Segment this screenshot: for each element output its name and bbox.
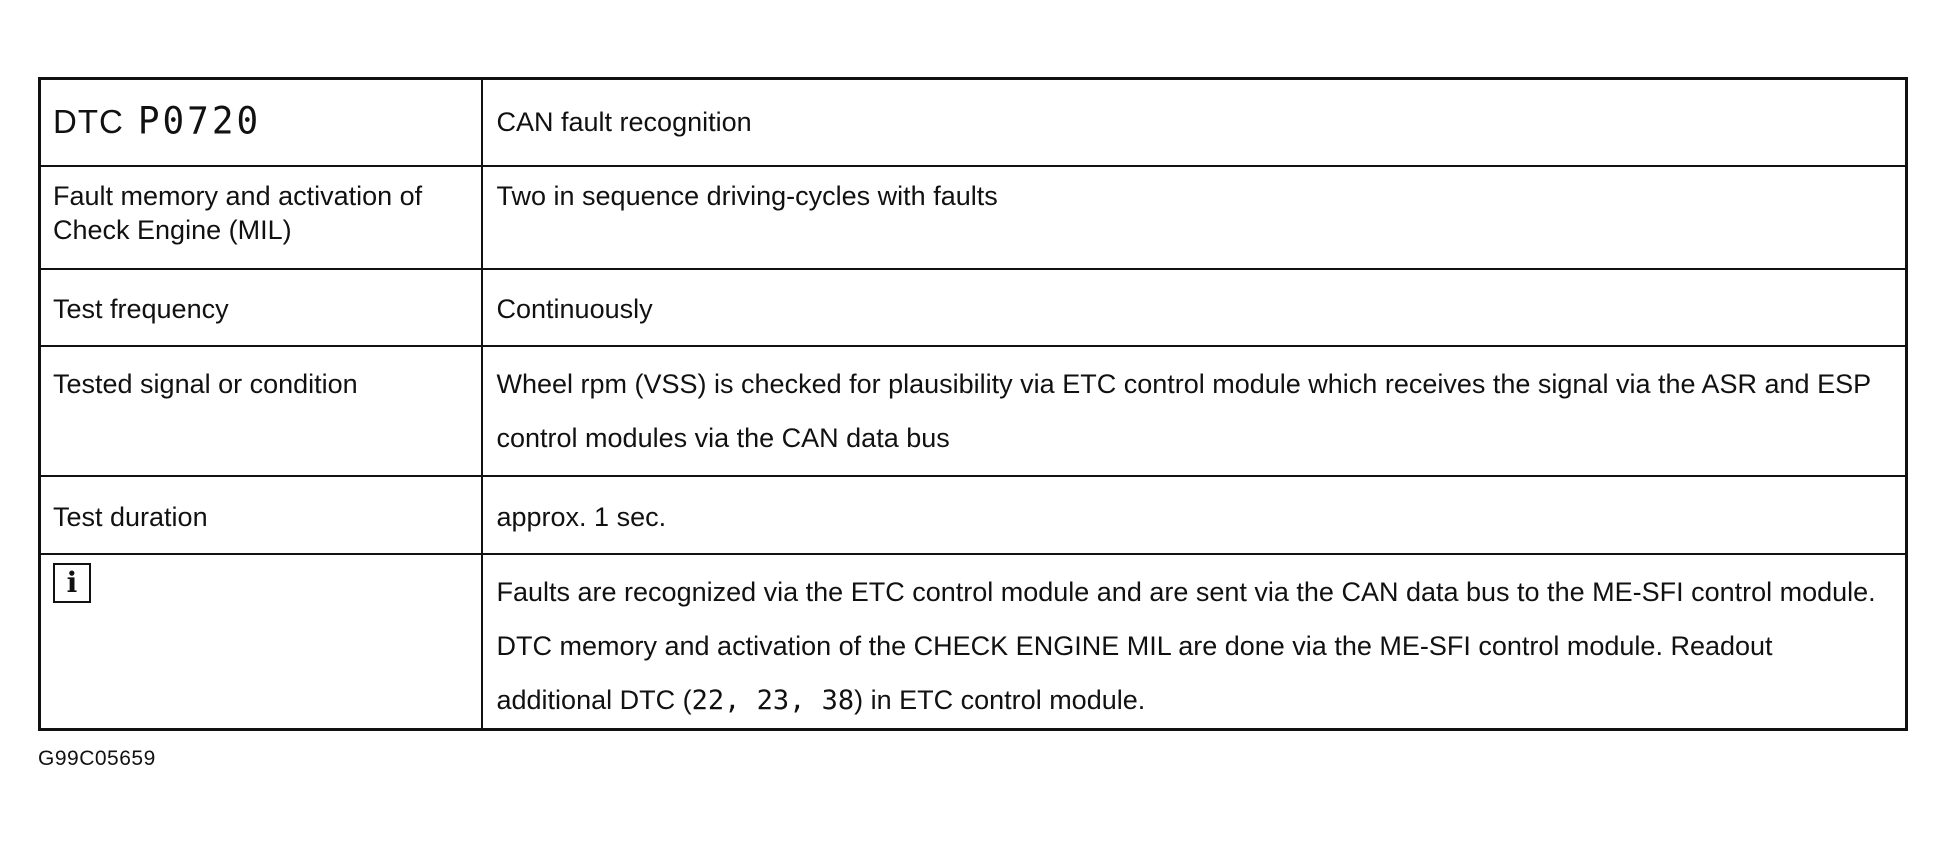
row-value: Continuously (480, 267, 1908, 347)
table-row: Test duration approx. 1 sec. (38, 474, 1908, 555)
info-row: i Faults are recognized via the ETC cont… (38, 552, 1908, 730)
row-value: Two in sequence driving-cycles with faul… (480, 164, 1908, 270)
dtc-code-row: DTC P0720 CAN fault recognition (38, 77, 1908, 167)
table-row: Tested signal or condition Wheel rpm (VS… (38, 344, 1908, 477)
info-icon-cell: i (38, 552, 483, 730)
row-label: Test frequency (38, 267, 483, 347)
dtc-info-table: DTC P0720 CAN fault recognition Fault me… (38, 77, 1908, 731)
dtc-code-cell: DTC P0720 (38, 77, 483, 167)
table-row: Fault memory and activation of Check Eng… (38, 164, 1908, 270)
row-label: Test duration (38, 474, 483, 555)
info-text-after: ) in ETC control module. (854, 684, 1146, 715)
dtc-code: P0720 (137, 100, 262, 144)
row-value: Wheel rpm (VSS) is checked for plausibil… (480, 344, 1908, 477)
table-row: Test frequency Continuously (38, 267, 1908, 347)
row-label: Fault memory and activation of Check Eng… (38, 164, 483, 270)
figure-id: G99C05659 (38, 747, 156, 770)
dtc-description: CAN fault recognition (480, 77, 1908, 167)
info-icon: i (53, 562, 91, 603)
info-text-before: Faults are recognized via the ETC contro… (496, 576, 1876, 715)
info-text: Faults are recognized via the ETC contro… (480, 552, 1908, 730)
row-label: Tested signal or condition (38, 344, 483, 477)
dtc-prefix: DTC (53, 103, 124, 141)
row-value: approx. 1 sec. (480, 474, 1908, 555)
additional-dtc-codes: 22, 23, 38 (691, 684, 855, 716)
